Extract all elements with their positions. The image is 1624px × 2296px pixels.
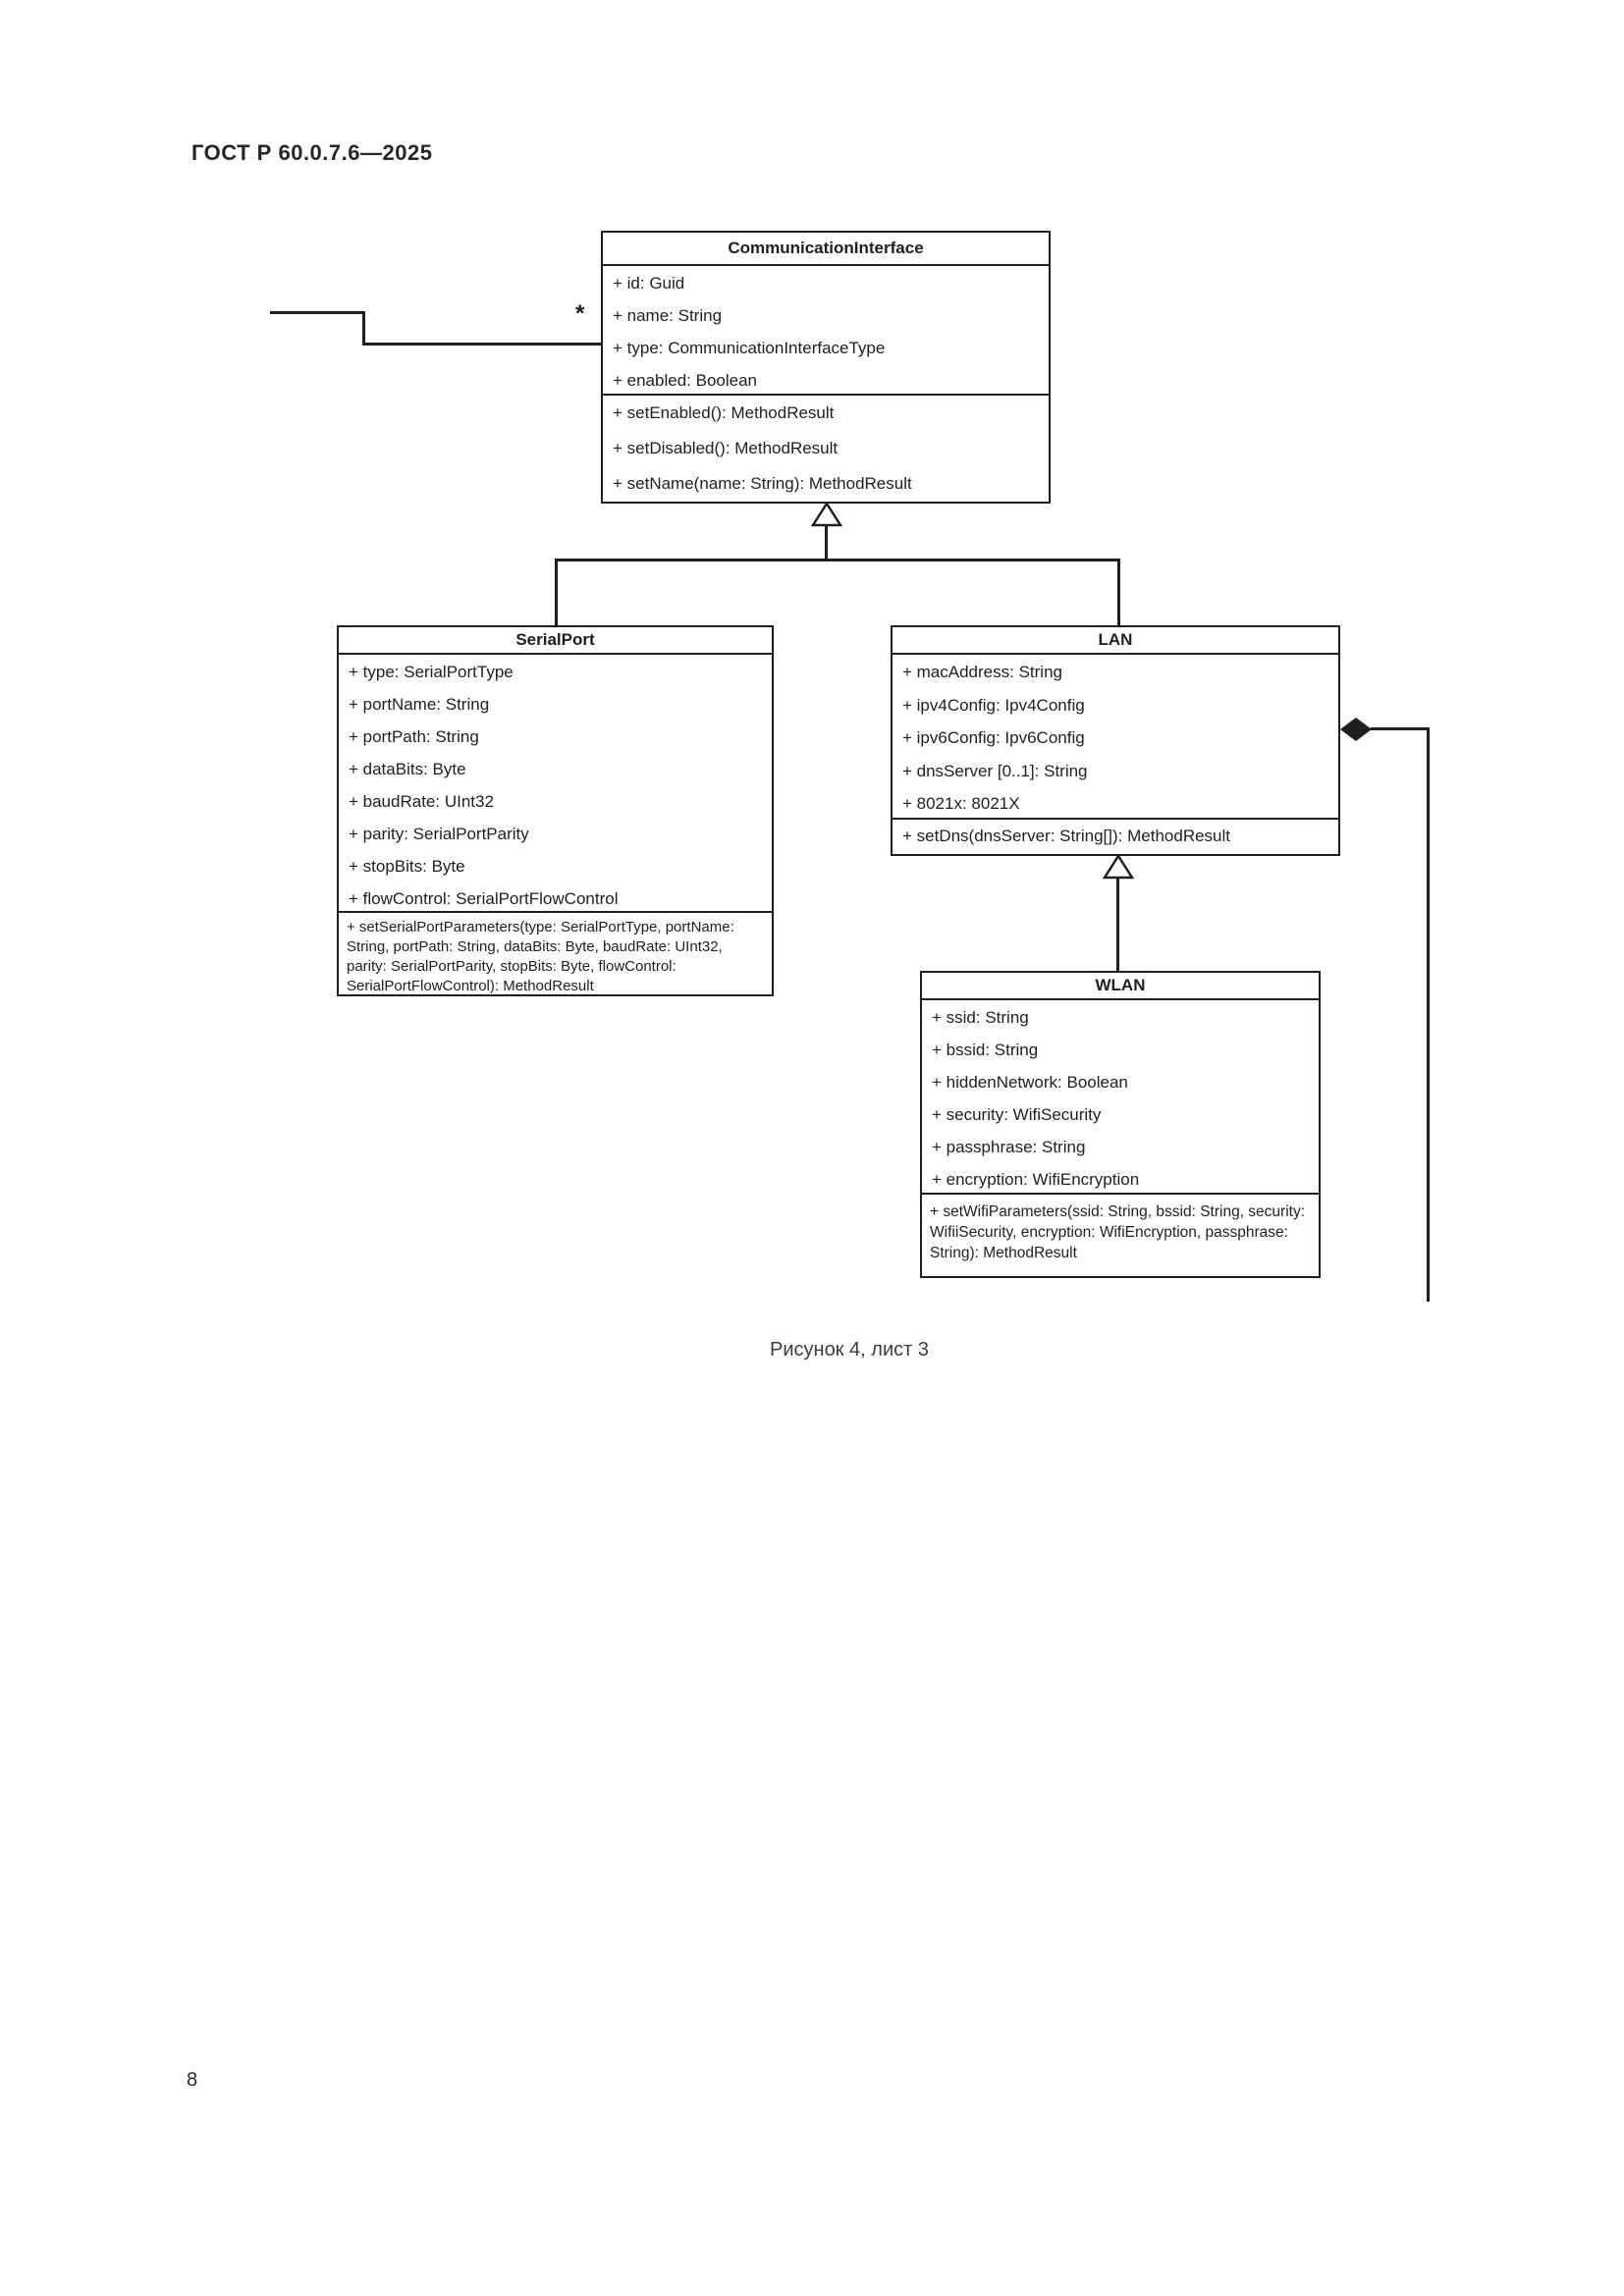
attribute-row: + security: WifiSecurity: [932, 1105, 1102, 1124]
attribute-row: + 8021x: 8021X: [902, 794, 1020, 813]
attribute-row: + hiddenNetwork: Boolean: [932, 1073, 1128, 1092]
method-row: + setSerialPortParameters(type: SerialPo…: [347, 919, 734, 994]
attribute-row: + ipv4Config: Ipv4Config: [902, 695, 1085, 715]
method-row: + setDisabled(): MethodResult: [613, 439, 839, 457]
composition-line-segment: [1427, 727, 1430, 1302]
attribute-row: + ssid: String: [932, 1008, 1029, 1027]
class-title: WLAN: [922, 973, 1319, 1000]
composition-line-segment: [1371, 727, 1430, 730]
association-line-segment: [362, 343, 601, 346]
attribute-row: + ipv6Config: Ipv6Config: [902, 728, 1085, 747]
class-title: CommunicationInterface: [603, 233, 1049, 266]
attribute-row: + baudRate: UInt32: [349, 792, 494, 811]
class-box-serialport: SerialPort + type: SerialPortType + port…: [337, 625, 774, 996]
association-line-segment: [270, 311, 365, 314]
attribute-row: + dnsServer [0..1]: String: [902, 761, 1088, 780]
generalization-line-segment: [1117, 559, 1120, 625]
generalization-line-segment: [1116, 879, 1119, 971]
attributes-compartment: + type: SerialPortType + portName: Strin…: [339, 655, 772, 913]
method-row: + setWifiParameters(ssid: String, bssid:…: [930, 1203, 1306, 1261]
attribute-row: + type: CommunicationInterfaceType: [613, 339, 886, 357]
methods-compartment: + setEnabled(): MethodResult + setDisabl…: [603, 396, 1049, 502]
multiplicity-star-label: *: [575, 300, 585, 327]
attribute-row: + portPath: String: [349, 727, 479, 746]
generalization-line-segment: [555, 559, 558, 625]
class-box-wlan: WLAN + ssid: String + bssid: String + hi…: [920, 971, 1321, 1278]
attributes-compartment: + macAddress: String + ipv4Config: Ipv4C…: [893, 655, 1338, 820]
class-title: SerialPort: [339, 627, 772, 655]
attribute-row: + stopBits: Byte: [349, 857, 465, 876]
class-title: LAN: [893, 627, 1338, 655]
methods-compartment: + setDns(dnsServer: String[]): MethodRes…: [893, 820, 1338, 853]
attribute-row: + macAddress: String: [902, 663, 1062, 681]
page-header-title: ГОСТ Р 60.0.7.6—2025: [191, 140, 433, 165]
attribute-row: + name: String: [613, 306, 723, 325]
generalization-line-segment: [825, 526, 828, 561]
class-box-communicationinterface: CommunicationInterface + id: Guid + name…: [601, 231, 1051, 504]
attribute-row: + portName: String: [349, 695, 490, 714]
attribute-row: + encryption: WifiEncryption: [932, 1170, 1140, 1189]
method-row: + setDns(dnsServer: String[]): MethodRes…: [902, 827, 1230, 845]
generalization-arrowhead-icon: [1103, 854, 1134, 880]
association-line-segment: [362, 311, 365, 346]
attribute-row: + parity: SerialPortParity: [349, 825, 529, 843]
generalization-line-segment: [555, 559, 1120, 561]
generalization-arrowhead-icon: [811, 502, 842, 527]
attribute-row: + passphrase: String: [932, 1138, 1086, 1156]
attribute-row: + dataBits: Byte: [349, 760, 466, 778]
attribute-row: + enabled: Boolean: [613, 371, 757, 390]
method-row: + setEnabled(): MethodResult: [613, 403, 835, 422]
method-row: + setName(name: String): MethodResult: [613, 474, 912, 493]
composition-diamond-icon: [1340, 718, 1372, 741]
attributes-compartment: + id: Guid + name: String + type: Commun…: [603, 266, 1049, 396]
class-box-lan: LAN + macAddress: String + ipv4Config: I…: [891, 625, 1340, 856]
page-number: 8: [187, 2069, 198, 2091]
figure-caption: Рисунок 4, лист 3: [770, 1339, 929, 1361]
attributes-compartment: + ssid: String + bssid: String + hiddenN…: [922, 1000, 1319, 1195]
attribute-row: + bssid: String: [932, 1041, 1039, 1059]
attribute-row: + type: SerialPortType: [349, 663, 514, 681]
attribute-row: + flowControl: SerialPortFlowControl: [349, 889, 619, 908]
attribute-row: + id: Guid: [613, 274, 685, 293]
